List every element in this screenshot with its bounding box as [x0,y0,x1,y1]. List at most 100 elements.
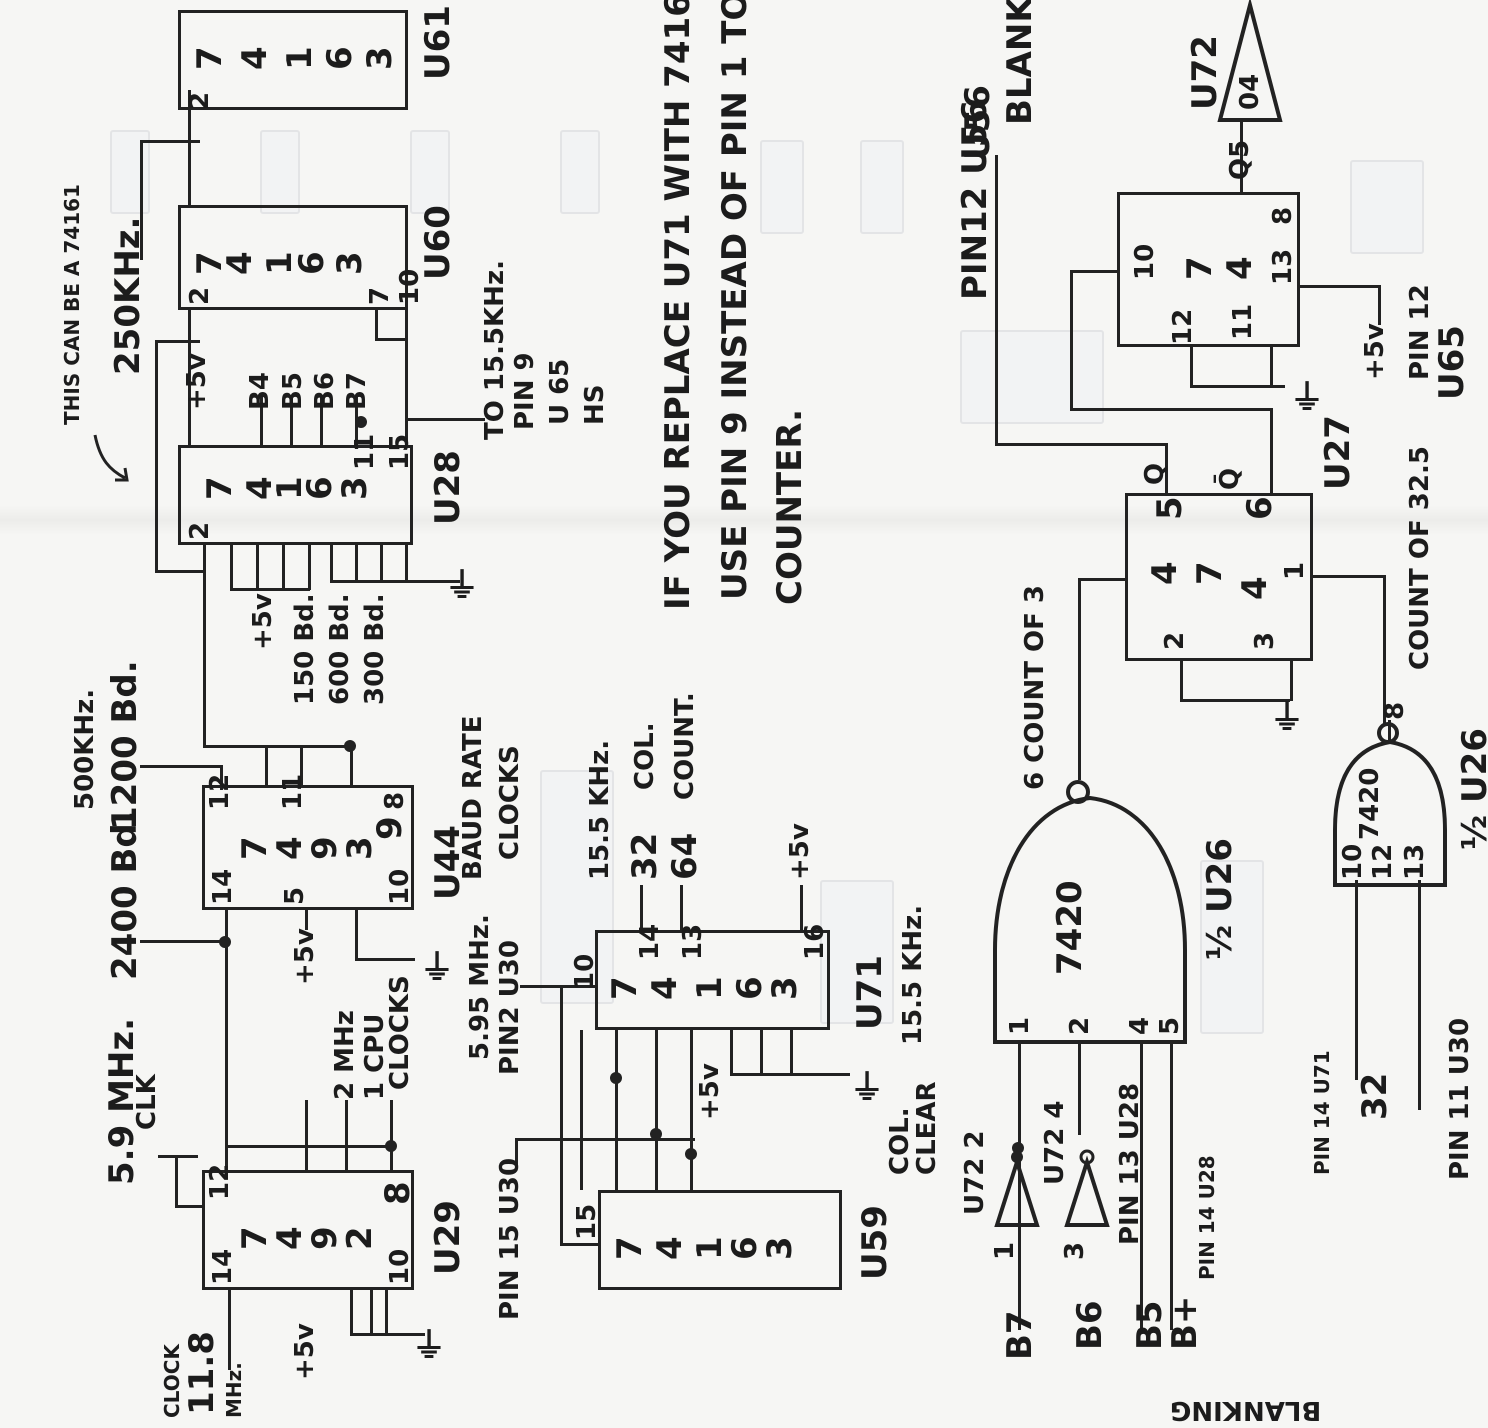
ground-symbol: ⏚ [420,948,454,988]
wire [355,545,358,583]
wire [1388,720,1391,740]
wire [290,395,293,445]
pin-label: 3 [330,251,370,275]
pin-label: 15 [385,433,415,470]
wire [655,1030,658,1190]
pin-label: 13 [678,923,708,960]
label-in-3: 3 [1060,1241,1090,1260]
wire [580,1030,583,1190]
wire [175,1155,178,1205]
pin-label: 4 [1125,1016,1155,1035]
label-blanking-mirrored: BLANKING [1170,1395,1322,1425]
label-count325: COUNT OF 32.5 [1405,446,1435,670]
ghost-component [540,770,614,1004]
wire [790,1030,793,1075]
wire [320,395,323,445]
wire [203,745,353,748]
label-155khz-a: 15.5 KHz. [585,739,615,880]
pin-label: 6 [320,46,360,70]
pin-label: 1 [1280,561,1310,580]
pin-label: 7 [190,46,230,70]
wire [560,985,563,1245]
designator-u44: U44 [428,825,468,900]
pin-label: 2 [1160,631,1190,650]
pin-label: 4 [1220,256,1260,280]
pin-label: 10 [1130,243,1160,280]
pin-label: 9 [370,816,410,840]
pin-label: 4 [270,1226,310,1250]
wire [1018,1040,1021,1330]
note-this-can-be: THIS CAN BE A 74161 [60,184,84,425]
label-b5: B5 [278,372,308,410]
label-2mhz: 2 MHz [330,1010,360,1100]
arrow-note [93,434,129,482]
wire [1190,385,1285,388]
pin-label: 10 [385,1248,415,1285]
wire [230,545,233,590]
wire [230,588,310,591]
label-64: 64 [665,832,705,880]
label-pin15u30: PIN 15 U30 [495,1157,525,1320]
wire [225,1145,395,1148]
designator-u28: U28 [428,450,468,525]
pin-label: 15 [572,1203,602,1240]
wire [1418,880,1421,1110]
chip-u61 [178,10,408,110]
pin-label: 14 [635,923,665,960]
wire [265,745,268,785]
pin-label: 3 [335,476,375,500]
ghost-component [820,880,894,1024]
wire [188,310,191,445]
wire [1180,661,1183,701]
label-clear: CLEAR [912,1081,942,1175]
ghost-component [760,140,804,234]
wire [560,1243,598,1246]
pin-label: 4 [270,836,310,860]
wire [690,1030,693,1190]
pin-label: 11 [1228,303,1258,340]
pin-label: 3 [765,976,805,1000]
wire [345,1100,348,1170]
label-b7: B7 [342,372,372,410]
wire [355,910,358,960]
wire [225,910,228,1175]
label-u72-2: U72 2 [960,1130,990,1215]
pin-label: 4 [220,251,260,275]
label-pin14u28: PIN 14 U28 [1195,1155,1219,1280]
wire [330,580,460,583]
pin-label: 4 [235,46,275,70]
wire [640,885,643,930]
label-hs: HS [580,384,610,426]
pin-label: 2 [185,286,215,305]
junction [219,936,231,948]
pin-label: 6 [725,1236,765,1260]
wire [140,940,225,943]
wire [282,545,285,590]
designator-u27: U27 [1318,415,1358,490]
label-pin12u56: PIN12 U56 [955,99,995,300]
label-inv-top: 04 [1235,73,1265,110]
designator-u65: U65 [1432,325,1472,400]
label-600bd: 600 Bd. [325,593,355,705]
pin-label: 6 [1240,496,1280,520]
wire [188,90,191,205]
ghost-component [1200,860,1264,1034]
label-plus5-u29: +5v [290,1323,320,1380]
label-col: COL. [630,722,660,790]
pin-label: 16 [800,923,830,960]
junction [385,1140,397,1152]
pin-label: 14 [208,868,238,905]
wire [385,1290,388,1335]
label-b7-in: B7 [1000,1310,1040,1360]
label-250khz: 250KHz. [108,216,148,375]
ghost-component [260,130,300,214]
nand-gate-7420-b [1333,722,1447,887]
pin-label: 7 [235,1226,275,1250]
wire [1078,580,1081,780]
label-clock-unit: MHz. [222,1362,246,1418]
label-300bd: 300 Bd. [360,593,390,705]
wire [520,985,595,988]
pin-label: 1 [1005,1016,1035,1035]
wire [305,910,308,930]
pin-label: 5 [280,886,310,905]
